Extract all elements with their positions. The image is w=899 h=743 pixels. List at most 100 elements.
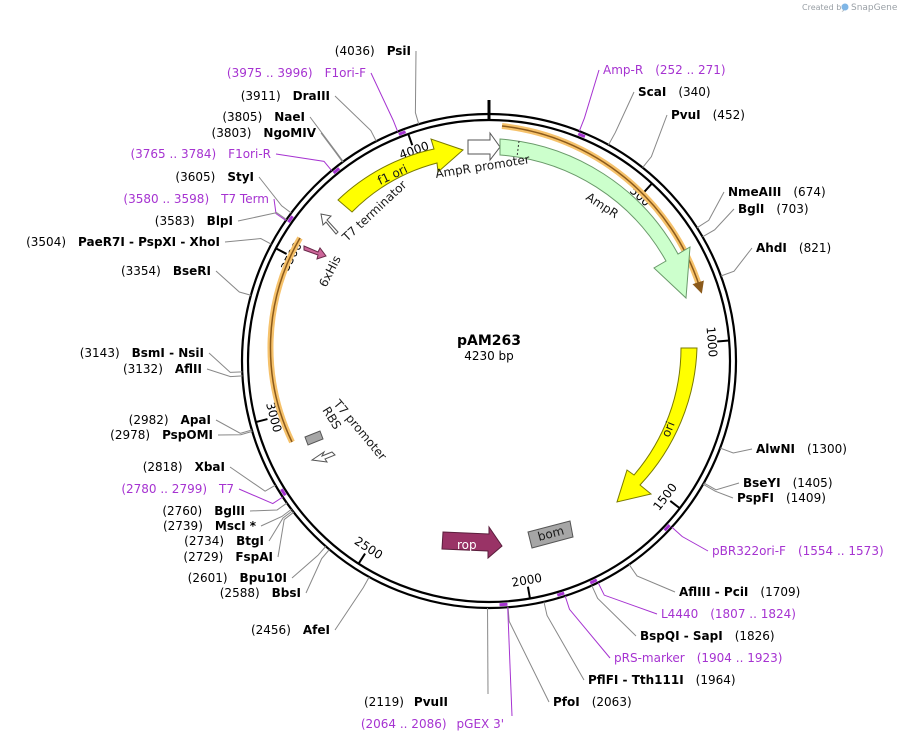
site-position: (674) <box>793 185 825 199</box>
leader-line <box>507 607 550 703</box>
enzyme-name: AflII <box>175 362 202 376</box>
credit-prefix: Created by <box>802 3 846 12</box>
leader-line <box>305 549 330 594</box>
enzyme-name: BbsI <box>272 586 301 600</box>
t7-promoter-arrow-icon <box>310 450 336 463</box>
rbs-box-icon <box>304 430 324 446</box>
leader-line <box>591 585 637 637</box>
leader-line <box>628 564 676 593</box>
leader-line <box>208 352 243 373</box>
enzyme-name: BspQI - SapI <box>640 629 723 643</box>
primer-name: L4440 <box>661 607 698 621</box>
tick-mark <box>669 500 681 510</box>
site-position: (452) <box>713 108 745 122</box>
site-position: (2734) <box>184 534 224 548</box>
tick-mark <box>357 553 366 565</box>
enzyme-name: PvuI <box>671 108 701 122</box>
enzyme-name: NgoMIV <box>263 126 316 140</box>
enzyme-name: FspAI <box>235 550 273 564</box>
leader-line <box>260 508 292 527</box>
enzyme-name: PsiI <box>387 44 411 58</box>
leader-line <box>543 601 585 681</box>
site-position: (3143) <box>80 346 120 360</box>
tick-mark <box>717 339 730 343</box>
left-site-labels: PsiI(4036)F1ori-F(3975 .. 3996)DraIII(39… <box>26 44 411 637</box>
enzyme-name: AlwNI <box>756 442 795 456</box>
right-site-labels: Amp-R(252 .. 271)ScaI(340)PvuI(452)NmeAI… <box>553 63 884 709</box>
primer-mark <box>287 215 294 224</box>
enzyme-name: ApaI <box>181 413 211 427</box>
bottom-site-labels: PvuII(2119)pGEX 3'(2064 .. 2086) <box>361 695 504 731</box>
enzyme-name: PflFI - Tth111I <box>588 673 684 687</box>
leader-line <box>720 247 753 277</box>
enzyme-name: BglII <box>214 504 245 518</box>
enzyme-name: BtgI <box>236 534 264 548</box>
site-position: (2729) <box>183 550 223 564</box>
enzyme-name: PspFI <box>737 491 774 505</box>
leader-line <box>206 368 243 378</box>
origin-arrow-icon <box>616 347 698 503</box>
enzyme-name: ScaI <box>638 85 666 99</box>
primer-name: pGEX 3' <box>457 717 504 731</box>
tick-label: 2500 <box>352 534 385 562</box>
site-position: (2119) <box>364 695 404 709</box>
site-position: (2456) <box>251 623 291 637</box>
leader-line <box>238 488 284 505</box>
leader-line <box>258 176 292 214</box>
primer-range: (3765 .. 3784) <box>130 147 216 161</box>
enzyme-name: NaeI <box>274 110 305 124</box>
leader-line <box>309 116 344 162</box>
cds-arrow-icon <box>499 138 691 300</box>
site-position: (4036) <box>335 44 375 58</box>
primer-name: F1ori-F <box>325 66 366 80</box>
leader-line <box>273 198 287 221</box>
leader-line <box>719 447 753 454</box>
primer-name: F1ori-R <box>228 147 271 161</box>
primer-range: (3580 .. 3598) <box>123 192 209 206</box>
leader-line <box>703 482 740 491</box>
leader-line <box>564 595 611 659</box>
enzyme-name: PaeR7I - PspXI - XhoI <box>78 235 220 249</box>
enzyme-name: StyI <box>227 170 254 184</box>
primer-mark <box>332 167 341 175</box>
primer-mark <box>589 578 598 585</box>
credit: Created by SnapGene <box>802 3 898 13</box>
primer-name: pRS-marker <box>614 651 685 665</box>
leader-line <box>334 576 370 631</box>
enzyme-name: AhdI <box>756 241 787 255</box>
enzyme-name: PfoI <box>553 695 580 709</box>
site-position: (2063) <box>592 695 632 709</box>
enzyme-name: BglI <box>738 202 764 216</box>
site-position: (821) <box>799 241 831 255</box>
site-position: (703) <box>776 202 808 216</box>
primer-name: T7 Term <box>220 192 269 206</box>
site-position: (3132) <box>123 362 163 376</box>
his-tag-arrow-icon <box>303 245 327 260</box>
site-position: (2982) <box>129 413 169 427</box>
leader-lines <box>206 50 753 717</box>
leader-line <box>275 153 333 171</box>
leader-line <box>370 72 399 132</box>
leader-line <box>597 582 658 615</box>
leader-line <box>608 91 635 146</box>
ampr-marker-line <box>516 140 520 158</box>
enzyme-name: PvuII <box>414 695 448 709</box>
leader-line <box>578 69 600 132</box>
leader-line <box>291 546 327 579</box>
tick-mark <box>643 182 653 193</box>
leader-line <box>414 50 420 125</box>
leader-line <box>249 502 288 512</box>
feature-label-t7-promoter: T7 promoter <box>330 396 389 463</box>
site-position: (1300) <box>807 442 847 456</box>
site-position: (3583) <box>155 214 195 228</box>
enzyme-name: NmeAIII <box>728 185 781 199</box>
primer-mark <box>577 132 586 139</box>
leader-line <box>334 95 377 142</box>
leader-line <box>320 132 344 163</box>
site-position: (1409) <box>786 491 826 505</box>
primer-mark <box>556 591 565 597</box>
site-position: (1964) <box>696 673 736 687</box>
enzyme-name: BlpI <box>207 214 233 228</box>
